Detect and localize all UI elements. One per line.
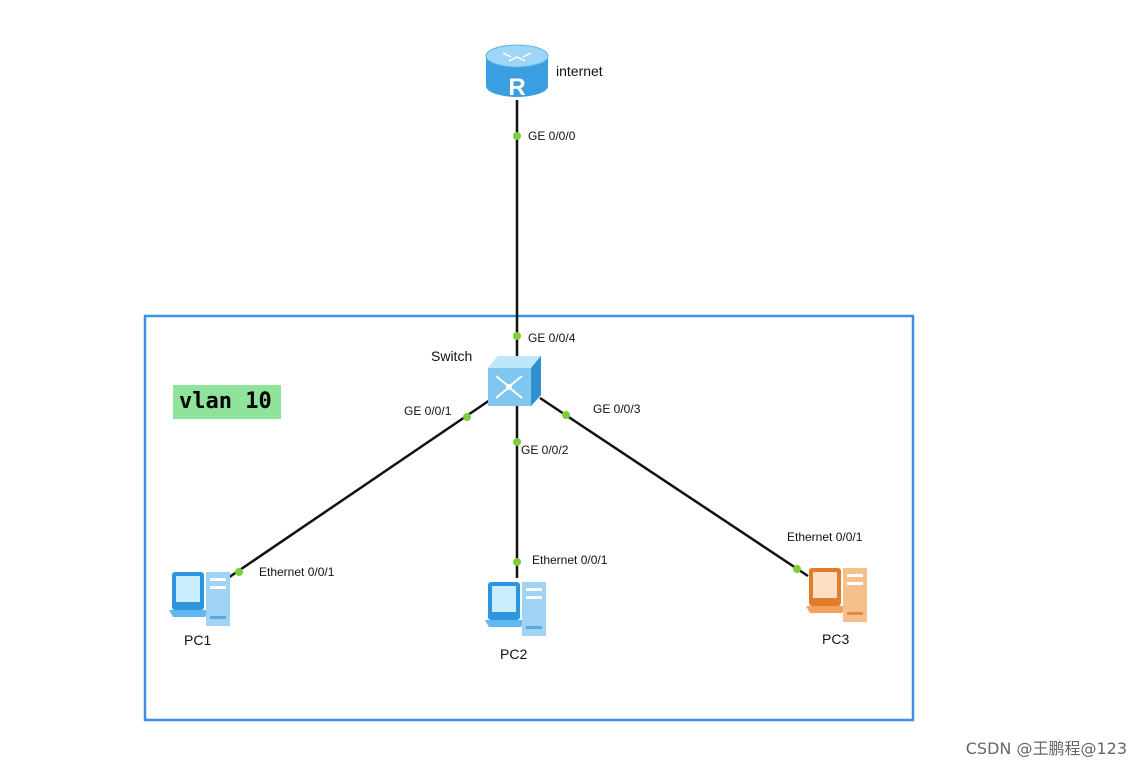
router-icon[interactable]: R [485,44,549,101]
port-label-switch-ge002: GE 0/0/2 [521,443,569,457]
port-dot-pc1-eth [235,568,243,576]
pc2-name: PC2 [500,646,528,662]
port-dot-switch-ge001 [463,413,471,421]
port-label-switch-ge001: GE 0/0/1 [404,404,452,418]
port-dot-pc3-eth [793,565,801,573]
port-dots [235,132,801,576]
port-dot-switch-ge004 [513,332,521,340]
router-name: internet [556,63,603,79]
vlan-boundary-box [143,314,915,722]
port-dot-switch-ge002 [513,438,521,446]
link-switch-pc1 [224,398,491,582]
port-dot-switch-ge003 [562,411,570,419]
port-label-pc3-eth: Ethernet 0/0/1 [787,530,863,544]
pc3-icon[interactable] [806,568,867,622]
port-label-pc2-eth: Ethernet 0/0/1 [532,553,608,567]
watermark-text: CSDN @王鹏程@123 [965,739,1127,758]
pc1-name: PC1 [184,632,212,648]
vlan-label: vlan 10 [173,385,281,419]
router-glyph: R [508,74,525,101]
link-switch-pc3 [539,396,809,578]
port-label-switch-ge003: GE 0/0/3 [593,402,641,416]
port-label-router-ge000: GE 0/0/0 [528,129,576,143]
port-dot-router-ge000 [513,132,521,140]
pc1-icon[interactable] [169,572,230,626]
pc2-icon[interactable] [485,582,546,636]
port-dot-pc2-eth [513,558,521,566]
port-label-pc1-eth: Ethernet 0/0/1 [259,565,335,579]
switch-name: Switch [431,348,473,364]
pc3-name: PC3 [822,631,850,647]
switch-icon[interactable] [488,356,541,406]
port-label-switch-ge004: GE 0/0/4 [528,331,576,345]
